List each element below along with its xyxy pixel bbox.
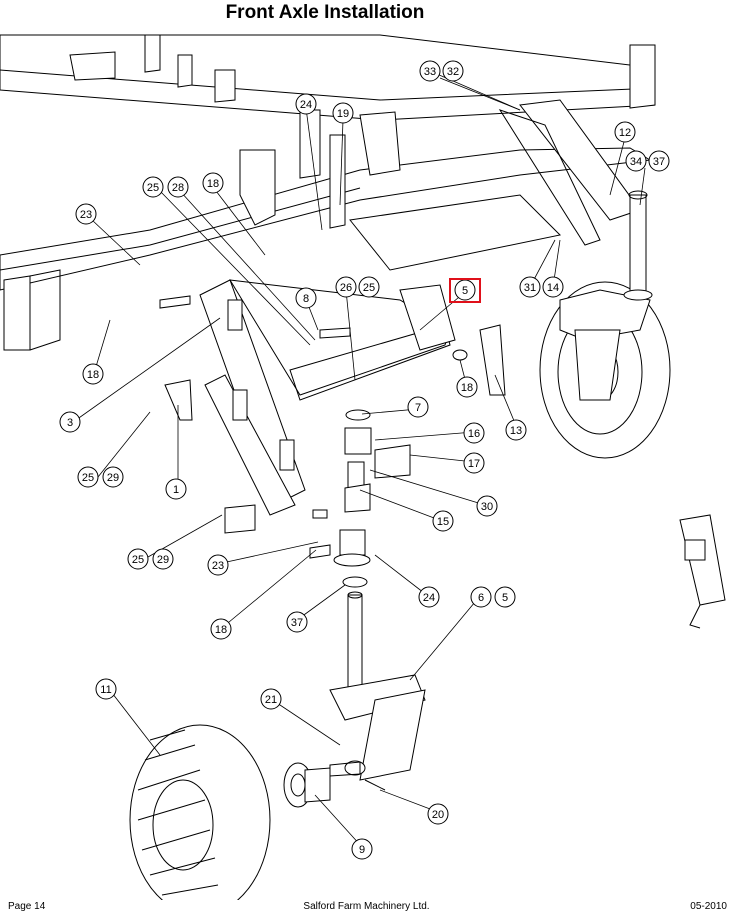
page-title: Front Axle Installation: [225, 2, 425, 23]
callout-25b-label: 25: [363, 282, 375, 294]
callout-5: 5: [449, 278, 481, 303]
callout-31: 32: [442, 60, 464, 82]
callout-12-label: 12: [619, 127, 631, 139]
callout-29a: 29: [102, 466, 124, 488]
callout-29a-label: 29: [107, 472, 119, 484]
callout-10-label: 7: [415, 402, 421, 414]
callout-18a: 18: [202, 172, 224, 194]
callout-6: 5: [494, 586, 516, 608]
callout-29b-label: 29: [157, 554, 169, 566]
callout-37: 37: [286, 611, 308, 633]
callout-30-label: 31: [524, 282, 536, 294]
callout-5-highlight: [449, 278, 481, 303]
callout-16: 16: [463, 422, 485, 444]
callout-6-label: 5: [502, 592, 508, 604]
callout-25d: 25: [127, 548, 149, 570]
callout-15-label: 15: [437, 516, 449, 528]
callout-11: 11: [95, 678, 117, 700]
callout-26: 30: [476, 495, 498, 517]
callout-7-label: 6: [478, 592, 484, 604]
leader-lines: [75, 70, 646, 848]
callout-19-label: 19: [337, 108, 349, 120]
callout-31-label: 32: [447, 66, 459, 78]
spindle-knuckle: [329, 591, 426, 791]
callout-25a: 25: [142, 176, 164, 198]
callout-23b: 24: [418, 586, 440, 608]
callout-32: 33: [419, 60, 441, 82]
callout-23a-label: 24: [300, 99, 312, 111]
callout-25c: 25: [77, 466, 99, 488]
callout-33-label: 34: [630, 156, 642, 168]
callout-1-label: 1: [173, 484, 179, 496]
callout-18d-label: 18: [215, 624, 227, 636]
callout-10: 7: [407, 396, 429, 418]
callout-20: 20: [427, 803, 449, 825]
callout-32-label: 33: [424, 66, 436, 78]
callout-23a: 24: [295, 93, 317, 115]
axle-pivot-frame: [199, 279, 456, 516]
callout-23b-label: 24: [423, 592, 435, 604]
callout-8-label: 9: [359, 844, 365, 856]
callout-21-label: 21: [265, 694, 277, 706]
callout-15: 15: [432, 510, 454, 532]
callout-17: 17: [463, 452, 485, 474]
callout-14-label: 14: [547, 282, 559, 294]
callout-14: 14: [542, 276, 564, 298]
callout-22a: 23: [75, 203, 97, 225]
callout-30: 31: [519, 276, 541, 298]
callout-16-label: 16: [468, 428, 480, 440]
callout-13: 13: [505, 419, 527, 441]
footer-page-number: Page 14: [8, 901, 46, 912]
callout-12: 12: [614, 121, 636, 143]
loose-parts: [159, 295, 506, 588]
callout-1: 1: [165, 478, 187, 500]
callout-28-label: 28: [172, 182, 184, 194]
callout-34-label: 37: [653, 156, 665, 168]
callout-18c: 18: [456, 376, 478, 398]
callout-11-label: 11: [100, 684, 111, 696]
callout-balloons: 33 32 24 19 12 34 37 25 28 18 23 31 14 2…: [59, 60, 670, 860]
callout-37-label: 37: [291, 617, 303, 629]
front-tire: [129, 724, 271, 900]
callout-28: 28: [167, 176, 189, 198]
callout-20-label: 20: [432, 809, 444, 821]
callout-25b: 25: [358, 276, 380, 298]
callout-29b: 29: [152, 548, 174, 570]
callout-3-label: 3: [67, 417, 73, 429]
callout-26-label: 30: [481, 501, 493, 513]
callout-22b-label: 23: [212, 560, 224, 572]
callout-22a-label: 23: [80, 209, 92, 221]
callout-5-label: 5: [462, 285, 468, 297]
callout-25d-label: 25: [132, 554, 144, 566]
callout-33: 34: [625, 150, 647, 172]
callout-3: 3: [59, 411, 81, 433]
callout-18b: 18: [82, 363, 104, 385]
wheel-hub: [283, 762, 331, 808]
callout-18b-label: 18: [87, 369, 99, 381]
callout-24-label: 26: [340, 282, 352, 294]
footer-company: Salford Farm Machinery Ltd.: [303, 901, 430, 912]
inset-part: [679, 514, 726, 629]
callout-34: 37: [648, 150, 670, 172]
callout-22b: 23: [207, 554, 229, 576]
callout-13-label: 13: [510, 425, 522, 437]
callout-21: 21: [260, 688, 282, 710]
callout-24: 26: [335, 276, 357, 298]
callout-17-label: 17: [468, 458, 480, 470]
callout-9: 8: [295, 287, 317, 309]
callout-8: 9: [351, 838, 373, 860]
callout-7: 6: [470, 586, 492, 608]
callout-18a-label: 18: [207, 178, 219, 190]
callout-18d: 18: [210, 618, 232, 640]
callout-25a-label: 25: [147, 182, 159, 194]
callout-25c-label: 25: [82, 472, 94, 484]
callout-19: 19: [332, 102, 354, 124]
footer-date: 05-2010: [690, 901, 727, 912]
callout-9-label: 8: [303, 293, 309, 305]
callout-18c-label: 18: [461, 382, 473, 394]
right-wheel-assembly: [539, 190, 671, 459]
